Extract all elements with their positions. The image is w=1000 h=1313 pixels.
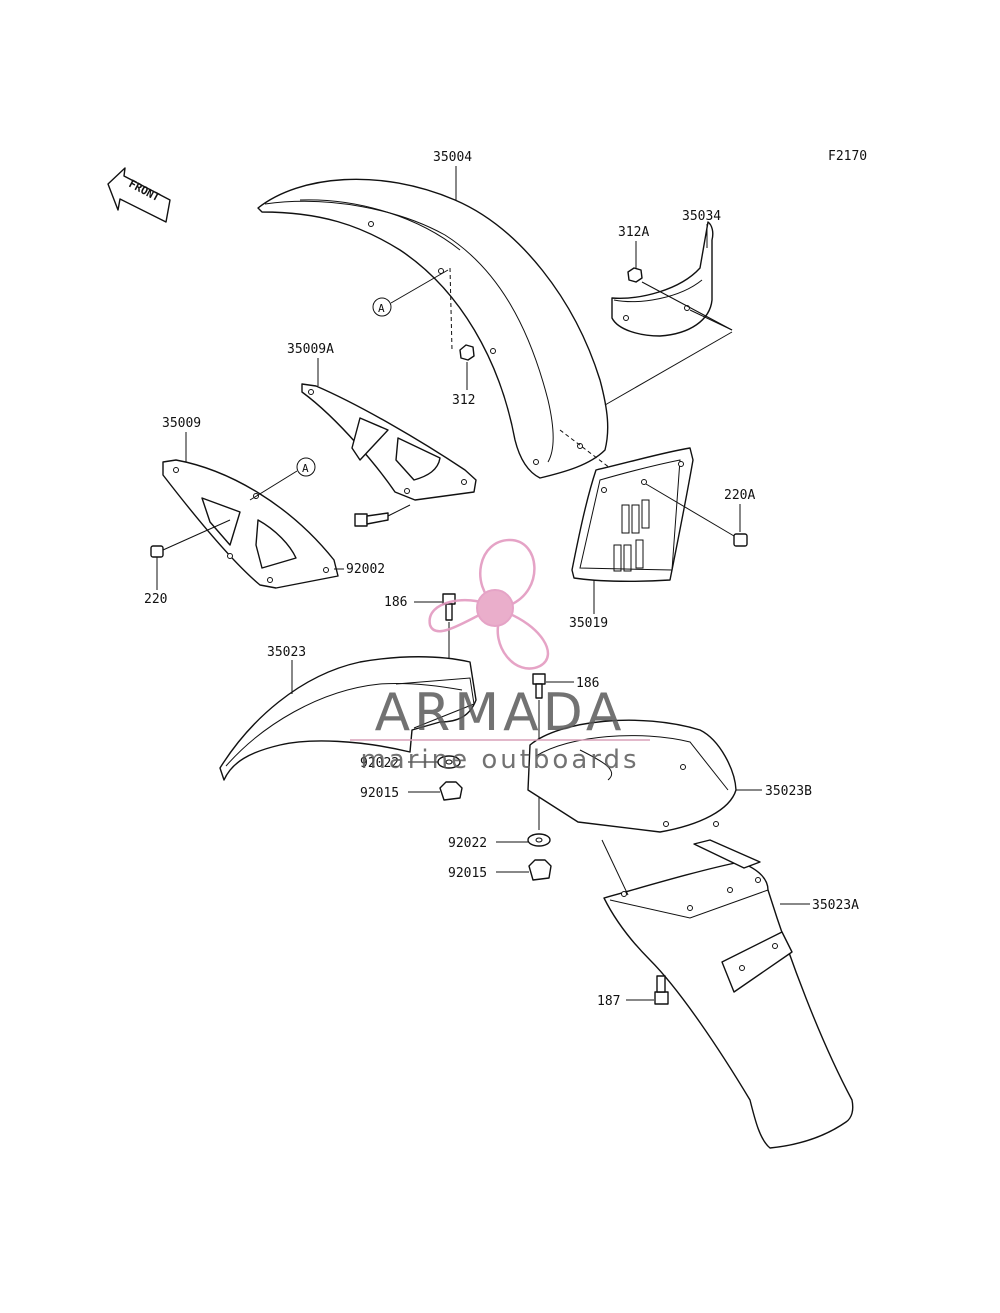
- armada-propeller-logo: [428, 538, 550, 670]
- label-92022-lower: 92022: [448, 836, 487, 851]
- nut-312: [459, 344, 475, 361]
- washer-92022-lower: [527, 833, 551, 847]
- label-35019: 35019: [569, 616, 608, 631]
- label-220A: 220A: [724, 488, 755, 503]
- reference-a-lower-label: A: [302, 462, 309, 475]
- tray-35023B: [527, 719, 737, 833]
- label-35009A: 35009A: [287, 342, 334, 357]
- reference-marker-a-top: A: [372, 297, 392, 317]
- label-312A: 312A: [618, 225, 649, 240]
- label-35034: 35034: [682, 209, 721, 224]
- bolt-92002: [354, 512, 389, 527]
- bolt-186-upper: [442, 593, 456, 621]
- label-35023: 35023: [267, 645, 306, 660]
- label-35009: 35009: [162, 416, 201, 431]
- front-fender-35004: [257, 178, 609, 479]
- bolt-220A: [733, 533, 748, 547]
- plate-35009: [162, 459, 339, 589]
- bolt-186-lower: [532, 673, 546, 699]
- label-186-upper: 186: [384, 595, 407, 610]
- label-35023B: 35023B: [765, 784, 812, 799]
- watermark-tagline: marine outboards: [360, 745, 639, 775]
- label-220: 220: [144, 592, 167, 607]
- label-35023A: 35023A: [812, 898, 859, 913]
- reference-marker-a-lower: A: [296, 457, 316, 477]
- label-92015-lower: 92015: [448, 866, 487, 881]
- nut-312A: [627, 267, 643, 283]
- label-92022-upper: 92022: [360, 756, 399, 771]
- nut-92015-lower: [528, 859, 552, 881]
- reference-a-top-label: A: [378, 302, 385, 315]
- plate-35019: [571, 447, 694, 583]
- rear-flap-35023A: [603, 839, 854, 1149]
- bolt-220: [150, 545, 164, 558]
- label-187: 187: [597, 994, 620, 1009]
- front-direction-arrow: FRONT: [107, 167, 171, 223]
- rear-fender-35023: [219, 656, 477, 781]
- bolt-187: [654, 975, 669, 1005]
- label-35004: 35004: [433, 150, 472, 165]
- label-186-lower: 186: [576, 676, 599, 691]
- watermark-brand: ARMADA: [375, 683, 626, 743]
- label-92015-upper: 92015: [360, 786, 399, 801]
- label-312: 312: [452, 393, 475, 408]
- diagram-code: F2170: [828, 149, 867, 164]
- label-92002: 92002: [346, 562, 385, 577]
- nut-92015-upper: [439, 781, 463, 801]
- plate-35009A: [301, 383, 477, 501]
- bracket-35034: [611, 221, 714, 337]
